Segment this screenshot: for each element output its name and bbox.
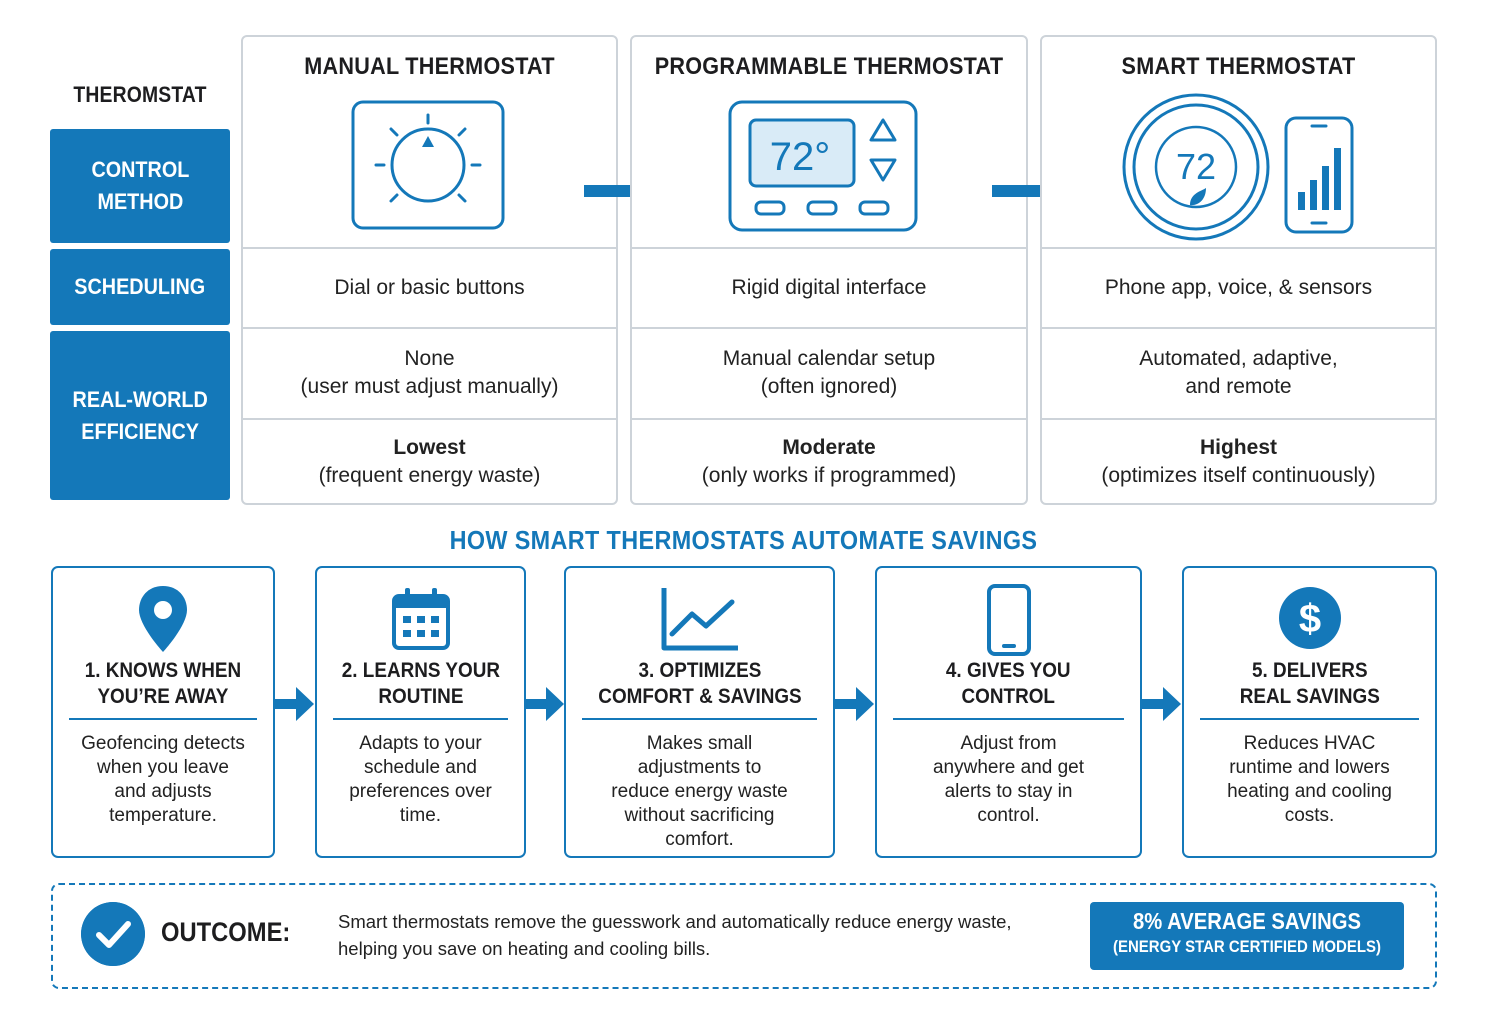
cell-scheduling: Automated, adaptive, and remote: [1139, 347, 1338, 398]
step-text: Adjust from anywhere and get alerts to s…: [932, 733, 1085, 826]
row-label-efficiency: REAL-WORLD EFFICIENCY: [50, 331, 230, 500]
section-title: HOW SMART THERMOSTATS AUTOMATE SAVINGS: [449, 525, 1038, 555]
step-title: 3. OPTIMIZES COMFORT & SAVINGS: [597, 659, 802, 708]
step-card: 4. GIVES YOU CONTROL Adjust from anywher…: [875, 566, 1142, 858]
cell-efficiency: Lowest (frequent energy waste): [318, 436, 541, 487]
column-title: SMART THERMOSTAT: [1121, 53, 1356, 80]
outcome-panel: OUTCOME: Smart thermostats remove the gu…: [51, 883, 1437, 989]
column-smart-thermostat: SMART THERMOSTAT 72 Phone app, voice, & …: [1040, 35, 1437, 505]
cell-efficiency: Highest (optimizes itself continuously): [1101, 436, 1376, 487]
cell-scheduling: Manual calendar setup (often ignored): [722, 347, 936, 398]
cell-efficiency: Moderate (only works if programmed): [701, 436, 957, 487]
step-text: Makes small adjustments to reduce energy…: [611, 733, 788, 850]
cell-scheduling: None (user must adjust manually): [300, 347, 559, 398]
smartphone-icon: [986, 584, 1031, 656]
column-programmable-thermostat: PROGRAMMABLE THERMOSTAT 72° Rigid digita…: [630, 35, 1028, 505]
step-title: 5. DELIVERS REAL SAVINGS: [1239, 659, 1380, 708]
calendar-icon: [391, 588, 450, 650]
line-chart-icon: [661, 588, 738, 651]
cell-control-method: Dial or basic buttons: [334, 276, 525, 299]
arrow-right-icon: [1141, 687, 1181, 721]
step-title: 2. LEARNS YOUR ROUTINE: [341, 659, 500, 708]
outcome-text: Smart thermostats remove the guesswork a…: [338, 911, 1012, 959]
dollar-icon: $: [1278, 587, 1341, 649]
step-title: 4. GIVES YOU CONTROL: [946, 659, 1071, 708]
arrow-right-icon: [834, 687, 874, 721]
corner-label: THEROMSTAT: [73, 82, 207, 107]
savings-badge: 8% AVERAGE SAVINGS (ENERGY STAR CERTIFIE…: [1090, 902, 1404, 970]
row-label-scheduling: SCHEDULING: [50, 249, 230, 325]
location-pin-icon: [139, 586, 187, 652]
step-card: 2. LEARNS YOUR ROUTINE Adapts to your sc…: [315, 566, 526, 858]
step-card: $ 5. DELIVERS REAL SAVINGS Reduces HVAC …: [1182, 566, 1437, 858]
step-card: 1. KNOWS WHEN YOU’RE AWAY Geofencing det…: [51, 566, 275, 858]
column-title: MANUAL THERMOSTAT: [304, 53, 555, 80]
smart-thermostat-icon: 72: [1122, 93, 1354, 241]
savings-headline: 8% AVERAGE SAVINGS: [1133, 908, 1361, 934]
checkmark-icon: [81, 902, 145, 966]
arrow-right-icon: [524, 687, 564, 721]
step-text: Geofencing detects when you leave and ad…: [81, 733, 245, 826]
cell-control-method: Rigid digital interface: [731, 276, 927, 299]
digital-thermostat-icon: 72°: [728, 100, 918, 232]
row-label-control-method: CONTROL METHOD: [50, 129, 230, 243]
svg-text:$: $: [1298, 597, 1320, 641]
column-manual-thermostat: MANUAL THERMOSTAT Dial or basic buttons …: [241, 35, 618, 505]
step-text: Adapts to your schedule and preferences …: [349, 733, 492, 826]
outcome-label: OUTCOME:: [161, 917, 291, 947]
smart-display-temperature: 72: [1176, 146, 1216, 187]
column-title: PROGRAMMABLE THERMOSTAT: [654, 53, 1004, 80]
step-card: 3. OPTIMIZES COMFORT & SAVINGS Makes sma…: [564, 566, 835, 858]
dial-thermostat-icon: [351, 100, 505, 230]
display-temperature: 72°: [770, 135, 831, 179]
savings-note: (ENERGY STAR CERTIFIED MODELS): [1113, 937, 1381, 956]
arrow-right-icon: [274, 687, 314, 721]
step-title: 1. KNOWS WHEN YOU’RE AWAY: [84, 659, 242, 708]
step-text: Reduces HVAC runtime and lowers heating …: [1227, 733, 1392, 826]
cell-control-method: Phone app, voice, & sensors: [1104, 276, 1373, 299]
